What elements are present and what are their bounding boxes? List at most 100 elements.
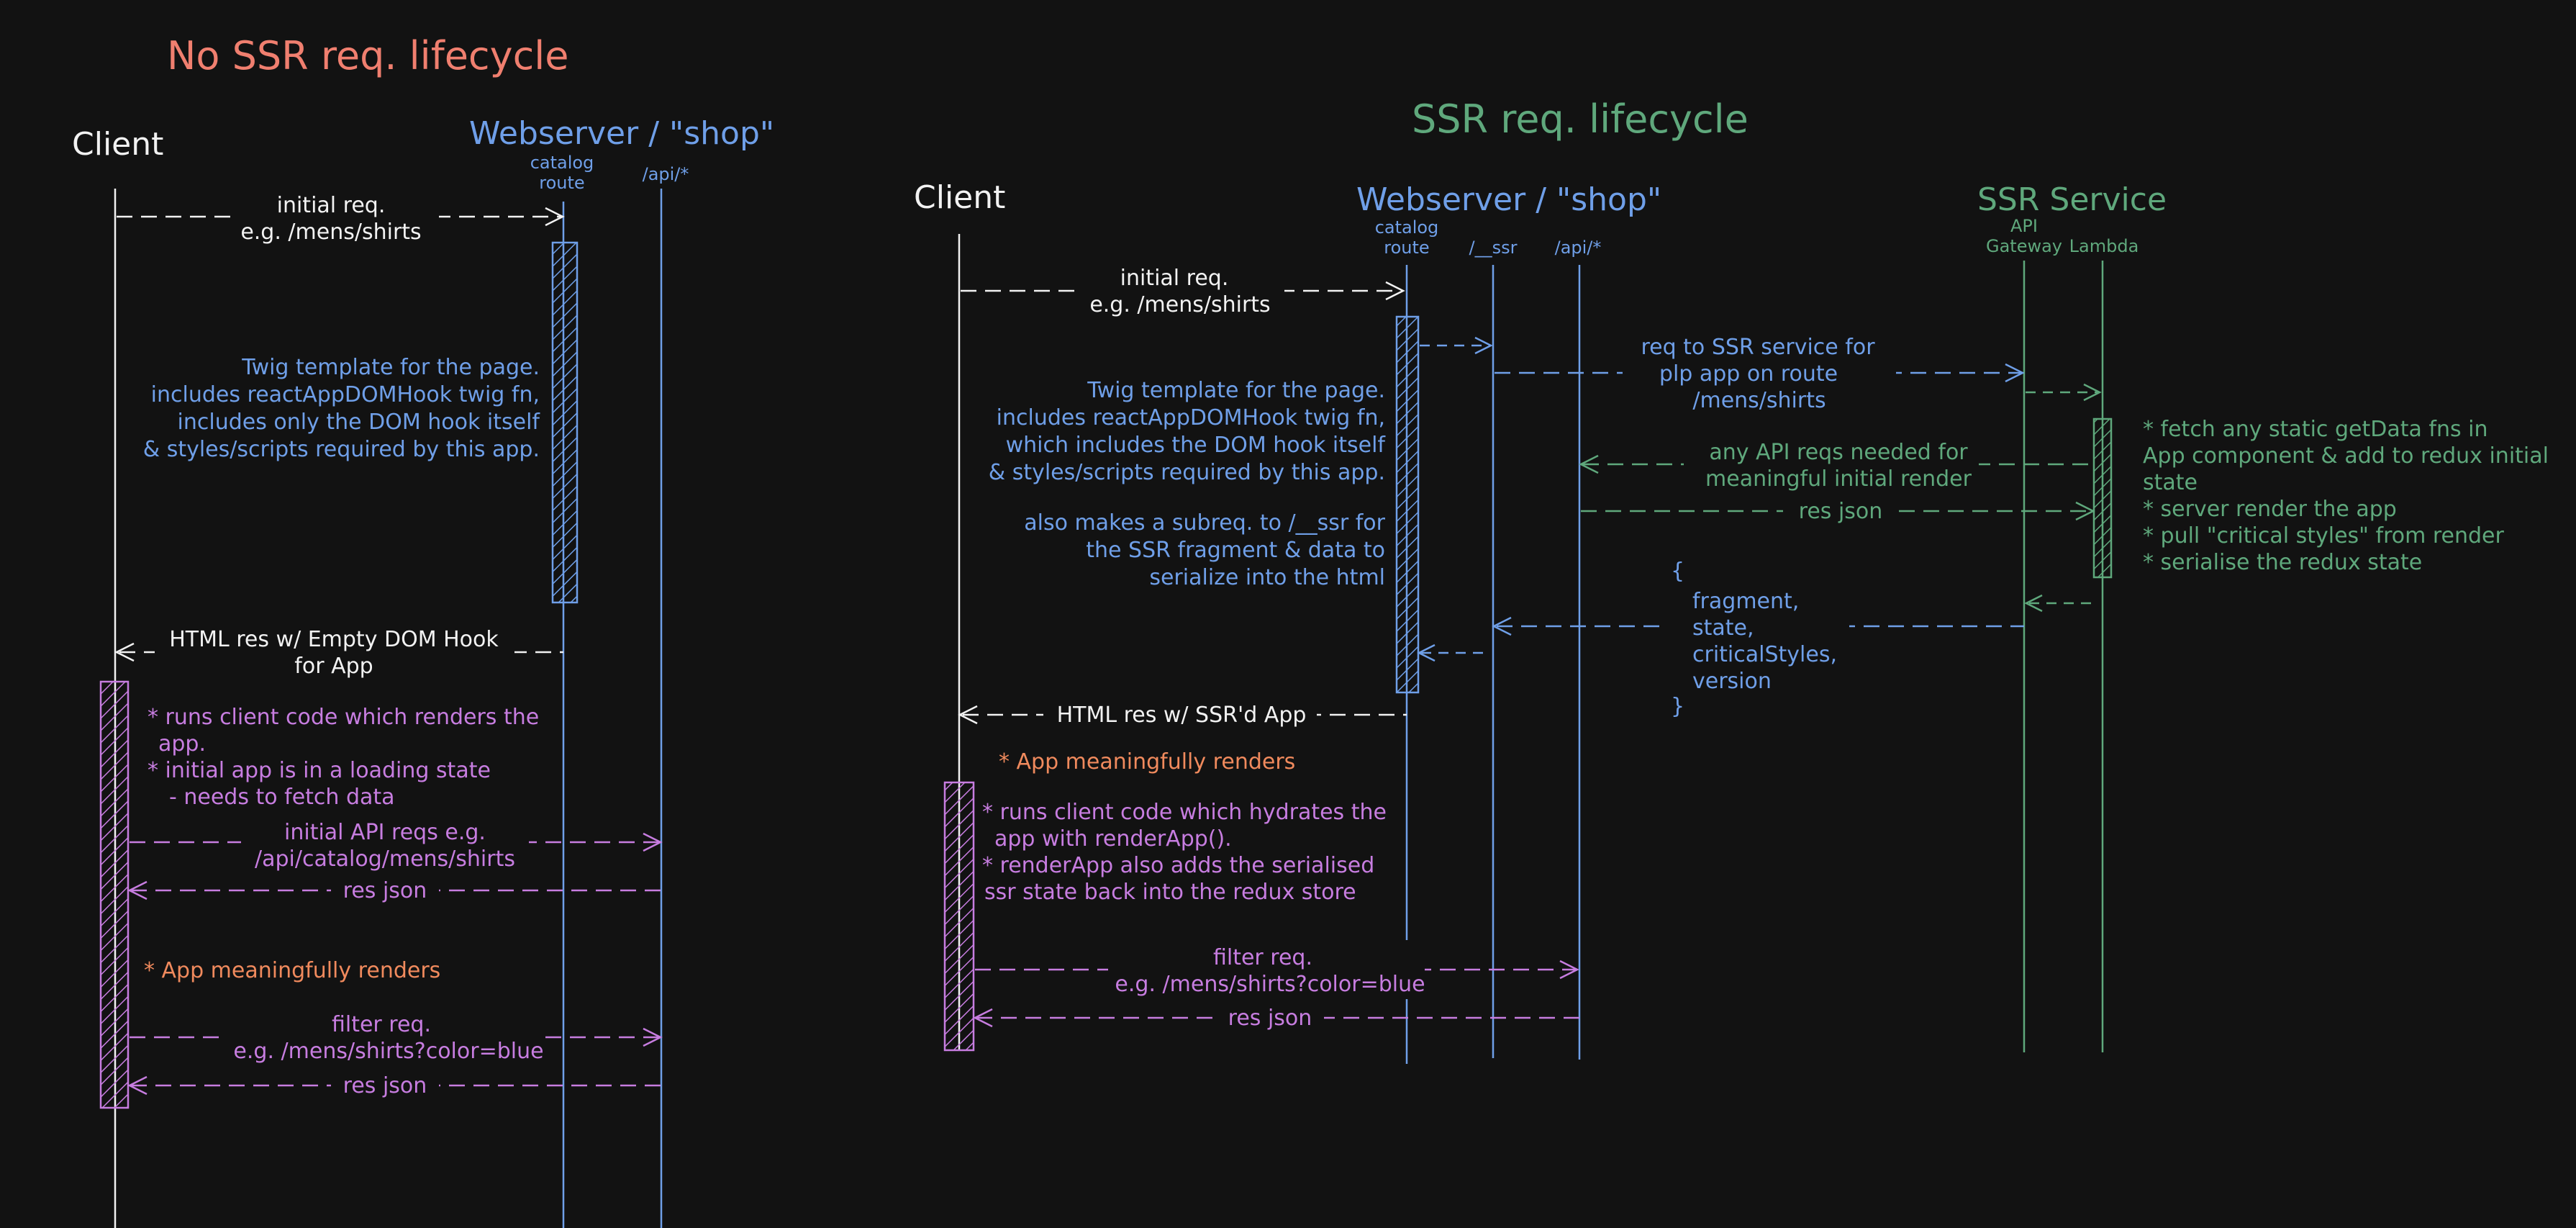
right-lambda-note-line3: state: [2143, 470, 2198, 495]
right-lambda-note-line2: App component & add to redux initial: [2143, 443, 2549, 469]
right-filter-req-label-line1: filter req.: [1213, 945, 1312, 970]
right-meaningful-render-note: * App meaningfully renders: [999, 749, 1295, 775]
right-ssr-req-label-line2: plp app on route: [1659, 361, 1838, 387]
right-webserver-label: Webserver / "shop": [1356, 181, 1661, 218]
right-html-res-label-bg: [1043, 699, 1317, 731]
right-payload-line3: state,: [1692, 615, 1754, 641]
left-res-json-arrowhead: [127, 880, 148, 900]
right-api-reqs-label-bg: [1684, 435, 1979, 494]
right-initial-req-label-line2: e.g. /mens/shirts: [1089, 292, 1270, 317]
right-ssr-req-arrowhead: [2005, 363, 2025, 383]
right-client-note-line2: app with renderApp().: [994, 826, 1232, 852]
right-filter-req-label-bg: [1108, 940, 1425, 999]
left-res-json-2-label-bg: [331, 1070, 439, 1101]
right-initial-req-label-bg: [1083, 261, 1284, 320]
left-client-note-line2: app.: [158, 731, 206, 757]
right-payload-line6: }: [1671, 694, 1684, 719]
left-client-activation: [99, 680, 130, 1109]
left-html-res-arrowhead: [114, 642, 135, 662]
right-client-label: Client: [914, 179, 1005, 216]
left-twig-note-line3: includes only the DOM hook itself: [178, 410, 541, 435]
left-html-res-label-line1: HTML res w/ Empty DOM Hook: [169, 627, 499, 652]
left-diagram-title: No SSR req. lifecycle: [167, 33, 568, 78]
left-filter-req-label-line1: filter req.: [332, 1012, 431, 1037]
right-lambda-return-hop-arrowhead: [2024, 594, 2043, 613]
right-html-res-arrowhead: [958, 705, 978, 725]
left-api-req-label-bg: [241, 816, 529, 873]
right-ssr-service-label: SSR Service: [1977, 181, 2167, 218]
left-filter-req-label-line2: e.g. /mens/shirts?color=blue: [233, 1039, 543, 1064]
right-lambda-activation: [2092, 417, 2113, 579]
right-api-label: /api/*: [1555, 238, 1602, 258]
right-catalog-label-line1: catalog: [1375, 217, 1439, 238]
left-filter-req-arrowhead: [643, 1027, 663, 1047]
right-subreq-note-line3: serialize into the html: [1149, 565, 1385, 590]
left-api-req-label-line1: initial API reqs e.g.: [284, 820, 486, 845]
right-ssr-req-label-bg: [1623, 330, 1896, 417]
left-catalog-label-line1: catalog: [530, 153, 594, 173]
left-filter-req-label-bg: [227, 1008, 543, 1065]
right-api-reqs-label-line2: meaningful initial render: [1705, 466, 1972, 492]
right-ssr-return-hop-arrowhead: [1417, 644, 1436, 662]
left-html-res-label-bg: [155, 623, 514, 680]
right-payload-arrowhead: [1492, 616, 1512, 636]
left-client-label: Client: [72, 126, 163, 163]
right-api-reqs-arrowhead: [1579, 454, 1599, 474]
right-client-note-line3: * renderApp also adds the serialised: [982, 853, 1374, 878]
left-api-req-arrowhead: [643, 832, 663, 852]
left-api-label: /api/*: [643, 164, 689, 184]
right-webserver-activation: [1395, 315, 1420, 694]
left-webserver-label: Webserver / "shop": [469, 115, 774, 152]
right-client-note-line4: ssr state back into the redux store: [984, 880, 1356, 905]
right-filter-req-label-line2: e.g. /mens/shirts?color=blue: [1115, 972, 1425, 997]
right-lambda-note-line1: * fetch any static getData fns in: [2143, 417, 2487, 442]
left-res-json-2-arrowhead: [127, 1075, 148, 1096]
right-res-json-label-bg: [1783, 495, 1898, 527]
left-client-note-line3: * initial app is in a loading state: [148, 758, 491, 783]
right-payload-line5: version: [1692, 669, 1772, 694]
right-subreq-hop-arrowhead: [1474, 336, 1493, 355]
right-res-json-arrowhead: [2075, 501, 2095, 521]
right-ssr-path-label: /__ssr: [1469, 238, 1518, 258]
right-api-gateway-label-line2: Gateway: [1986, 236, 2062, 256]
left-initial-req-label-bg: [237, 189, 439, 246]
right-lambda-label: Lambda: [2069, 236, 2139, 256]
right-ssr-req-label-line3: /mens/shirts: [1692, 388, 1826, 413]
left-res-json-label-bg: [331, 875, 439, 906]
right-payload-label-bg: [1662, 554, 1849, 720]
right-client-note-line1: * runs client code which hydrates the: [982, 800, 1387, 825]
right-catalog-label-line2: route: [1384, 238, 1429, 258]
right-client-activation: [943, 781, 975, 1052]
right-subreq-note-line1: also makes a subreq. to /__ssr for: [1024, 510, 1385, 536]
right-res-json-label: res json: [1799, 499, 1883, 524]
left-twig-note-line1: Twig template for the page.: [241, 355, 540, 380]
left-initial-req-label-line2: e.g. /mens/shirts: [240, 220, 421, 245]
right-initial-req-arrowhead: [1385, 281, 1405, 301]
right-twig-note-line4: & styles/scripts required by this app.: [989, 460, 1385, 485]
left-twig-note-line4: & styles/scripts required by this app.: [143, 437, 540, 462]
right-payload-line4: criticalStyles,: [1692, 642, 1837, 667]
right-gateway-lambda-hop-arrowhead: [2083, 383, 2102, 402]
right-filter-req-arrowhead: [1559, 960, 1579, 980]
right-subreq-note-line2: the SSR fragment & data to: [1086, 538, 1385, 563]
right-res-json-2-label-bg: [1216, 1002, 1324, 1034]
left-res-json-label: res json: [343, 878, 427, 903]
right-lambda-note-line5: * pull "critical styles" from render: [2143, 523, 2505, 548]
left-client-note-line1: * runs client code which renders the: [148, 705, 539, 730]
right-lambda-note-line6: * serialise the redux state: [2143, 550, 2422, 575]
left-api-req-label-line2: /api/catalog/mens/shirts: [255, 846, 515, 872]
right-ssr-req-label-line1: req to SSR service for: [1641, 335, 1875, 360]
right-twig-note-line1: Twig template for the page.: [1087, 378, 1385, 403]
right-res-json-2-arrowhead: [973, 1008, 993, 1028]
left-webserver-activation: [551, 241, 579, 604]
right-payload-line2: fragment,: [1692, 589, 1799, 614]
right-twig-note-line3: which includes the DOM hook itself: [1006, 433, 1387, 458]
right-payload-line1: {: [1671, 559, 1684, 584]
right-initial-req-label-line1: initial req.: [1120, 266, 1229, 291]
right-res-json-2-label: res json: [1228, 1006, 1312, 1031]
right-twig-note-line2: includes reactAppDOMHook twig fn,: [997, 405, 1385, 430]
right-api-gateway-label-line1: API: [2010, 216, 2038, 236]
right-lambda-note-line4: * server render the app: [2143, 497, 2397, 522]
right-api-reqs-label-line1: any API reqs needed for: [1709, 440, 1968, 465]
